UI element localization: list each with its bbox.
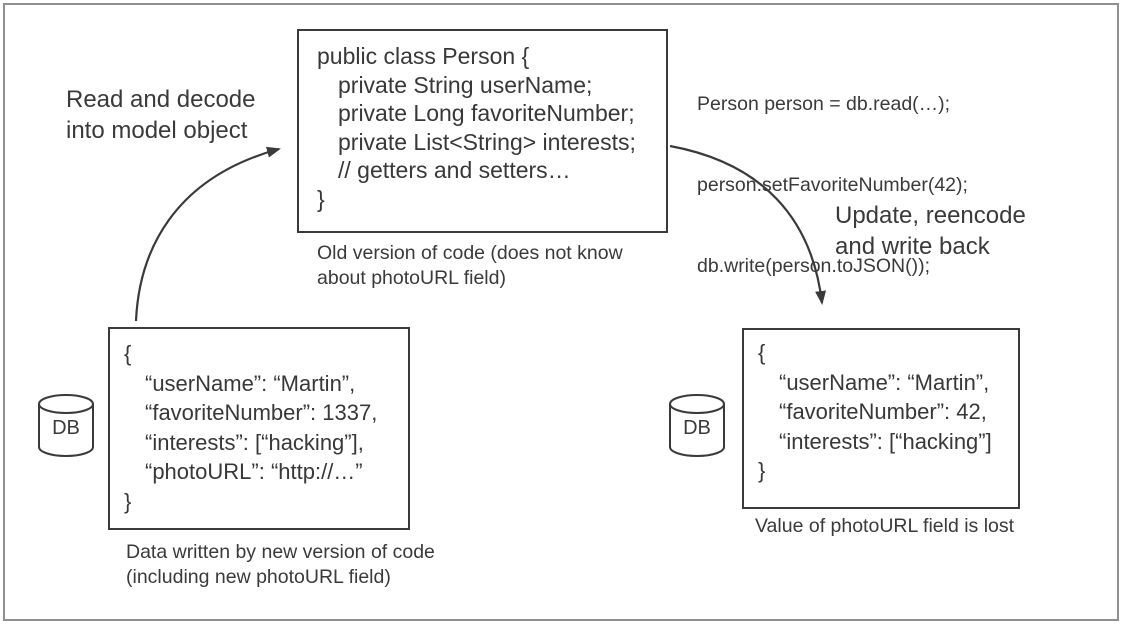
json-record-lost-box: { “userName”: “Martin”, “favoriteNumber”…	[742, 328, 1020, 509]
json-record-new-box: { “userName”: “Martin”, “favoriteNumber”…	[108, 327, 410, 530]
json-line: “photoURL”: “http://…”	[145, 459, 363, 484]
db-label: DB	[52, 417, 80, 439]
write-back-label: Update, reencode and write back	[835, 202, 1026, 260]
json-line: “favoriteNumber”: 1337,	[145, 400, 378, 425]
json-line: }	[758, 458, 766, 483]
json-line: }	[124, 488, 132, 514]
json-line: {	[758, 340, 766, 365]
code-line: db.write(person.toJSON());	[697, 255, 930, 277]
read-decode-arrow	[134, 146, 281, 322]
code-line: private List<String> interests;	[338, 128, 636, 155]
code-line: Person person = db.read(…);	[697, 93, 951, 115]
database-icon	[669, 394, 725, 457]
json-line: “userName”: “Martin”,	[145, 370, 356, 396]
database-icon	[38, 394, 94, 457]
code-line: public class Person {	[317, 43, 530, 69]
read-decode-label: Read and decode into model object	[66, 86, 256, 144]
json-line: “interests”: [“hacking”]	[779, 428, 992, 454]
json-line: {	[124, 341, 132, 366]
update-code-snippet: Person person = db.read(…); person.setFa…	[697, 37, 968, 334]
db-cylinder-left: DB	[37, 393, 95, 459]
json-line: “userName”: “Martin”,	[779, 369, 990, 395]
json-line: “interests”: [“hacking”],	[145, 429, 364, 455]
json-right-caption: Value of photoURL field is lost	[755, 515, 1015, 537]
person-class-box: public class Person { private String use…	[297, 29, 668, 233]
db-cylinder-right: DB	[668, 393, 726, 459]
json-line: “favoriteNumber”: 42,	[779, 399, 987, 424]
code-line: }	[317, 185, 325, 212]
class-box-caption: Old version of code (does not know about…	[317, 242, 623, 289]
code-line: private String userName;	[338, 71, 593, 98]
code-line: // getters and setters…	[338, 157, 571, 183]
code-line: person.setFavoriteNumber(42);	[697, 174, 968, 196]
json-left-caption: Data written by new version of code (inc…	[126, 541, 435, 588]
db-label: DB	[683, 417, 711, 439]
code-line: private Long favoriteNumber;	[338, 100, 635, 126]
